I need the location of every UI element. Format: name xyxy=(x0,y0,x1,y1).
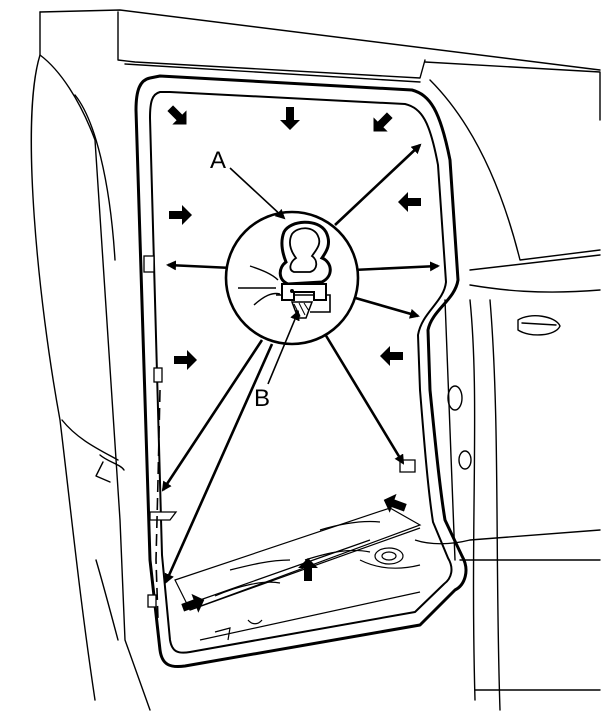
block-arrow-icon xyxy=(380,346,403,366)
press-arrows xyxy=(163,101,421,618)
block-arrow-icon xyxy=(398,192,421,212)
block-arrow-icon xyxy=(179,590,208,618)
vehicle-body-outline xyxy=(30,9,601,711)
block-arrow-icon xyxy=(380,490,409,518)
weatherstrip-bulb xyxy=(278,220,332,286)
callout-b-label: B xyxy=(254,385,270,412)
block-arrow-icon xyxy=(366,108,397,139)
block-arrow-icon xyxy=(169,205,192,225)
callout-a-label: A xyxy=(210,147,226,174)
seal-cross-section-detail xyxy=(224,210,360,346)
floor-sill-detail xyxy=(174,507,471,641)
block-arrow-icon xyxy=(174,350,197,370)
weatherstrip-perimeter xyxy=(134,74,468,669)
block-arrow-icon xyxy=(280,107,300,130)
callout-b: B xyxy=(254,310,300,412)
hidden-edge-line xyxy=(155,389,161,621)
callout-a: A xyxy=(210,147,286,220)
leader-arrows xyxy=(161,143,440,584)
block-arrow-icon xyxy=(163,101,194,132)
